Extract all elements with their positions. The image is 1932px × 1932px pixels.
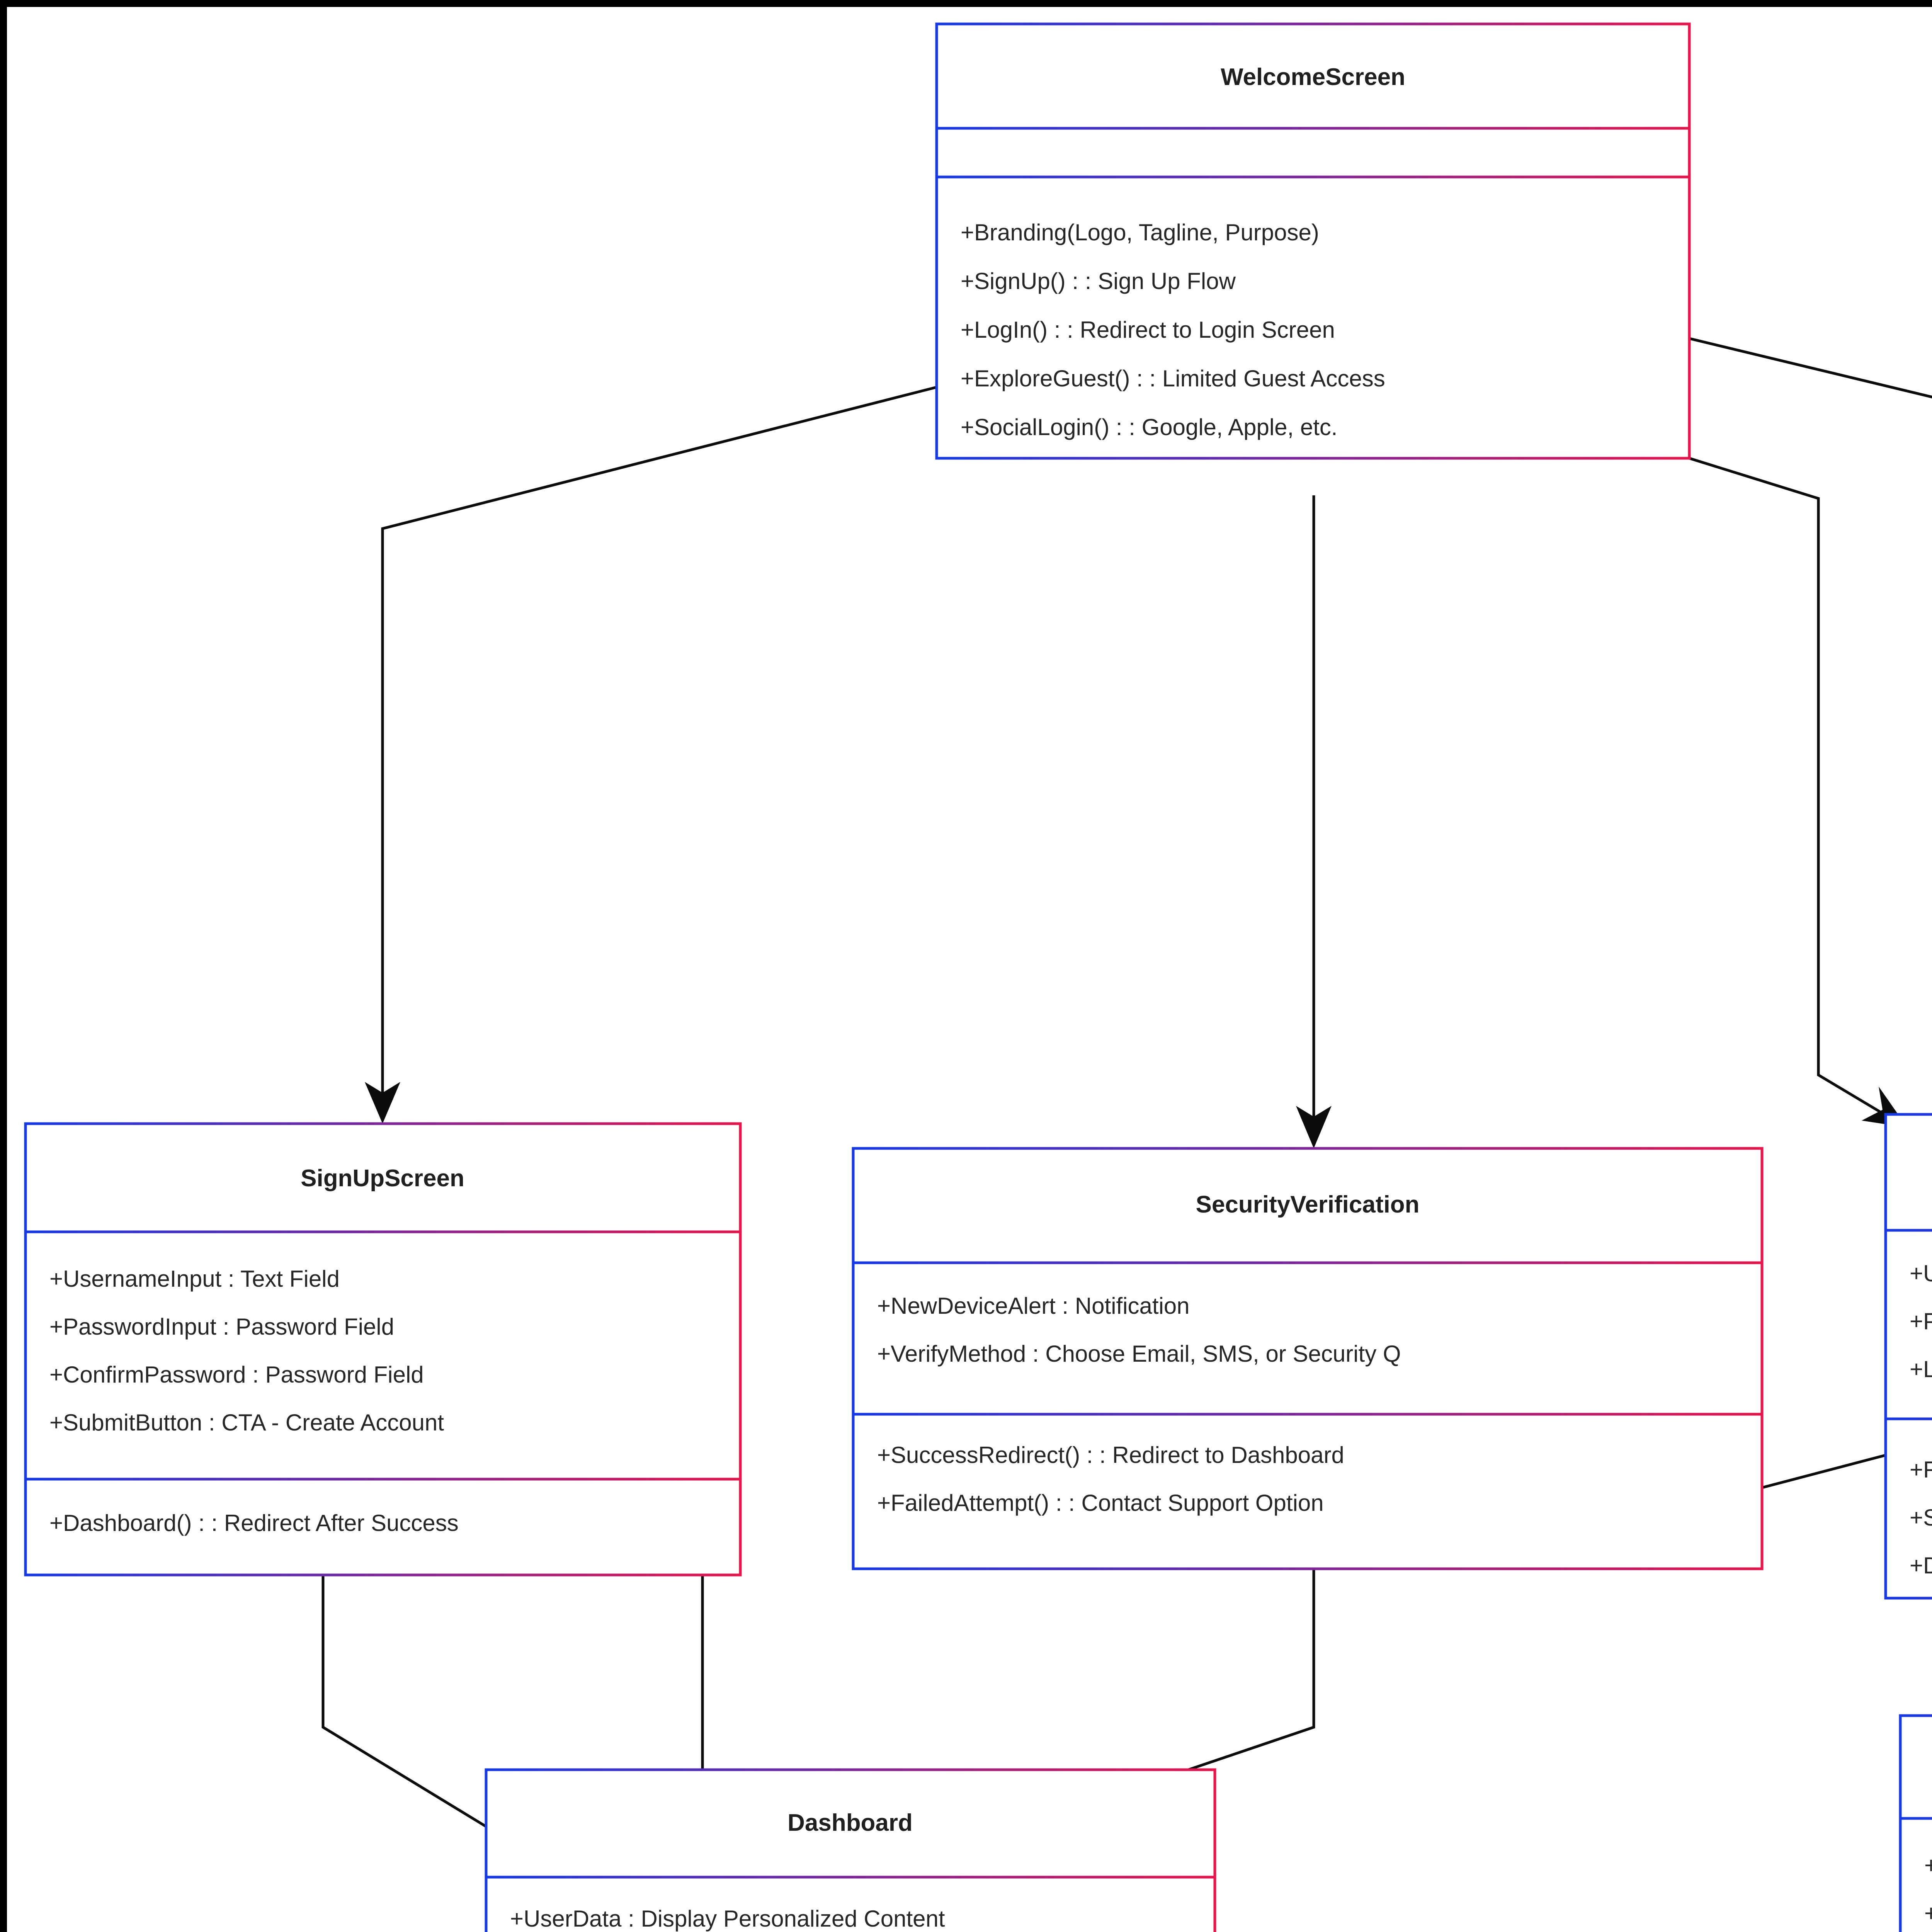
class-name-securityverification: SecurityVerification xyxy=(1196,1191,1420,1218)
edge-welcome-to-login xyxy=(1689,457,1907,1128)
class-method: +Dashboard() : : Redirect After Success xyxy=(1910,1553,1932,1578)
class-method: +Dashboard() : : Redirect After Success xyxy=(49,1510,459,1536)
class-box-dashboard[interactable]: Dashboard +UserData : Display Personaliz… xyxy=(485,1768,1216,1932)
class-method: +ExploreGuest() : : Limited Guest Access xyxy=(961,366,1385,391)
edge-securityverification-to-login-plain xyxy=(1762,1454,1886,1489)
class-attribute: +CaptchaVerification : Additional Securi… xyxy=(1924,1900,1932,1926)
class-method: +Branding(Logo, Tagline, Purpose) xyxy=(961,219,1319,245)
edge-welcome-to-signup xyxy=(365,386,937,1124)
class-box-welcomescreen[interactable]: WelcomeScreen +Branding(Logo, Tagline, P… xyxy=(935,22,1691,460)
class-attribute: +InvalidCredentials : Error Message xyxy=(1924,1852,1932,1878)
edge-welcome-to-securityverification xyxy=(1296,495,1332,1148)
class-attribute: +PasswordInput : Password Field xyxy=(1910,1308,1932,1334)
class-name-dashboard: Dashboard xyxy=(787,1810,913,1836)
class-method: +SuccessRedirect() : : Redirect to Dashb… xyxy=(877,1442,1344,1468)
class-attribute: +ConfirmPassword : Password Field xyxy=(49,1362,424,1388)
class-attribute: +UsernameInput : Text Field xyxy=(1910,1260,1932,1286)
class-method: +SignUp() : : Sign Up Flow xyxy=(961,268,1236,294)
class-attribute: +UsernameInput : Text Field xyxy=(49,1266,340,1292)
class-attribute: +UserData : Display Personalized Content xyxy=(510,1906,945,1932)
class-box-errorhandling[interactable]: ErrorHandling +InvalidCredentials : Erro… xyxy=(1899,1714,1932,1932)
class-method: +SocialLogin() : : Google, Apple, etc. xyxy=(1910,1505,1932,1531)
class-method: +LogIn() : : Redirect to Login Screen xyxy=(961,317,1335,343)
class-box-securityverification[interactable]: SecurityVerification +NewDeviceAlert : N… xyxy=(852,1147,1764,1570)
class-name-welcomescreen: WelcomeScreen xyxy=(1221,64,1405,90)
class-attribute: +NewDeviceAlert : Notification xyxy=(877,1293,1190,1319)
class-method: +SocialLogin() : : Google, Apple, etc. xyxy=(961,414,1338,440)
relation-edges xyxy=(321,337,1932,1902)
class-attribute: +VerifyMethod : Choose Email, SMS, or Se… xyxy=(877,1341,1401,1367)
class-method: +ForgotPassword() : : Redirect to Reset … xyxy=(1910,1457,1932,1483)
class-attribute: +SubmitButton : CTA - Create Account xyxy=(49,1410,444,1435)
class-box-signupscreen[interactable]: SignUpScreen +UsernameInput : Text Field… xyxy=(24,1122,742,1577)
class-name-signupscreen: SignUpScreen xyxy=(301,1165,464,1192)
class-method: +FailedAttempt() : : Contact Support Opt… xyxy=(877,1490,1324,1516)
class-attribute: +PasswordInput : Password Field xyxy=(49,1314,394,1340)
class-attribute: +LogInButton : CTA - Log In xyxy=(1910,1356,1932,1382)
